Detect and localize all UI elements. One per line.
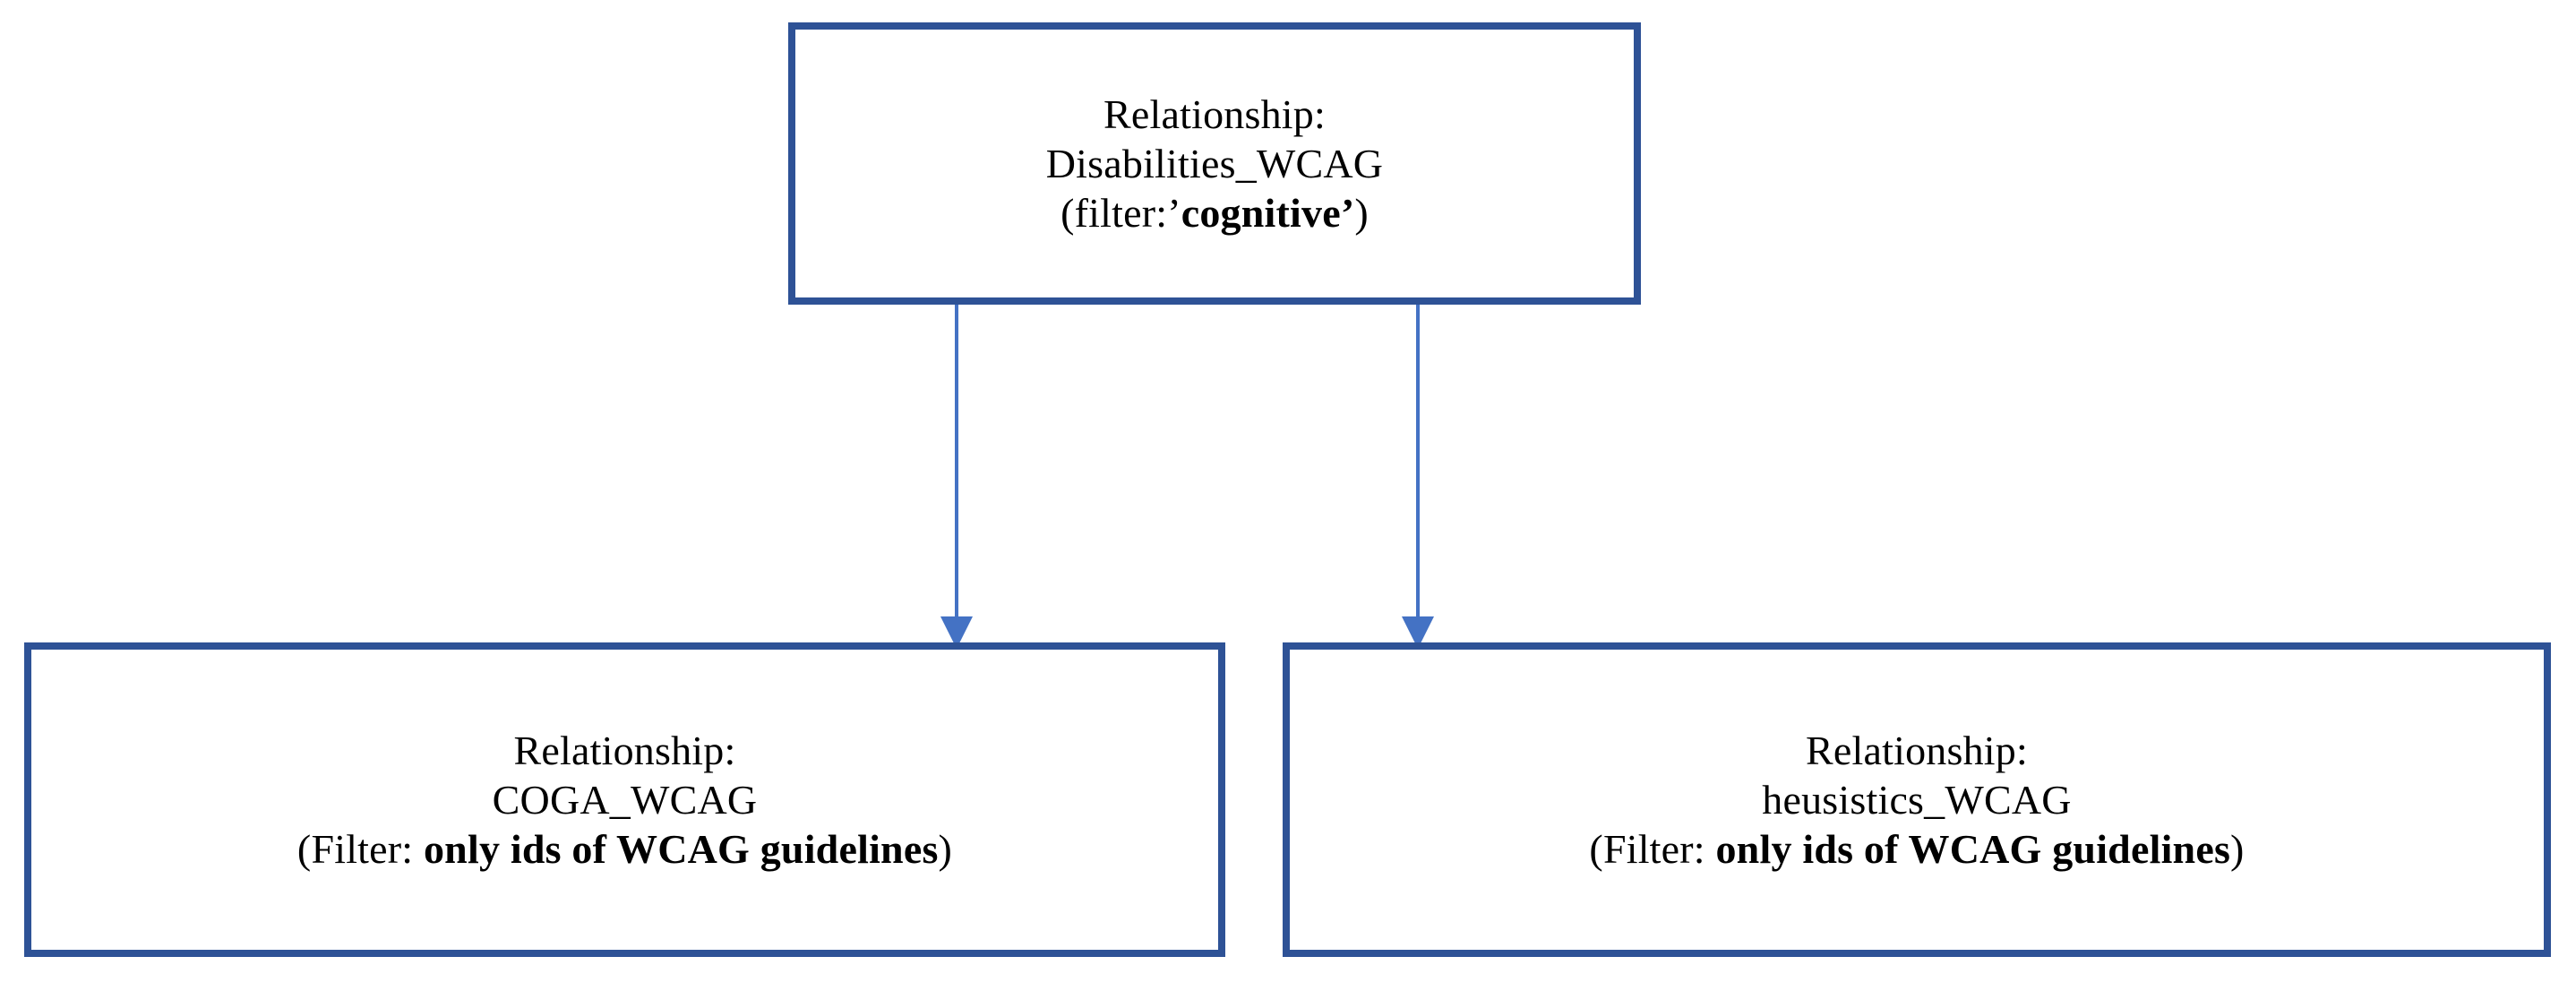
- node-root-line-1: Relationship:: [1103, 90, 1326, 137]
- node-heusistics-line-3: (Filter: only ids of WCAG guidelines): [1589, 826, 2245, 873]
- node-coga-wcag[interactable]: Relationship: COGA_WCAG (Filter: only id…: [24, 642, 1225, 957]
- arrow-root-to-heusistics: [1402, 301, 1434, 649]
- arrow-head-icon: [1402, 616, 1434, 649]
- node-root-line-3: (filter:’cognitive’): [1060, 190, 1369, 237]
- node-heusistics-line-1: Relationship:: [1806, 727, 2028, 773]
- node-heusistics-wcag[interactable]: Relationship: heusistics_WCAG (Filter: o…: [1283, 642, 2551, 957]
- node-coga-line-2: COGA_WCAG: [492, 776, 758, 823]
- arrow-head-icon: [940, 616, 973, 649]
- node-root-line-2: Disabilities_WCAG: [1045, 140, 1384, 186]
- arrow-root-to-coga: [940, 301, 973, 649]
- node-coga-line-3: (Filter: only ids of WCAG guidelines): [296, 826, 953, 873]
- node-heusistics-line-2: heusistics_WCAG: [1762, 776, 2072, 823]
- node-coga-line-1: Relationship:: [513, 727, 736, 773]
- node-root-disabilities-wcag[interactable]: Relationship: Disabilities_WCAG (filter:…: [788, 22, 1641, 305]
